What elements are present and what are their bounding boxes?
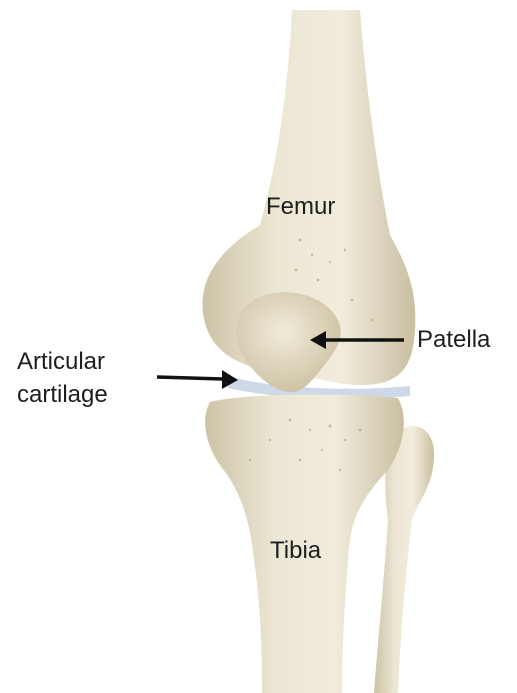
articular-cartilage-label-line1: Articular (17, 347, 105, 376)
tibia-label: Tibia (270, 536, 321, 565)
patella-label: Patella (417, 325, 490, 354)
articular-cartilage-label-line2: cartilage (17, 380, 108, 409)
femur-label: Femur (266, 192, 335, 221)
cartilage-arrow (157, 370, 238, 389)
